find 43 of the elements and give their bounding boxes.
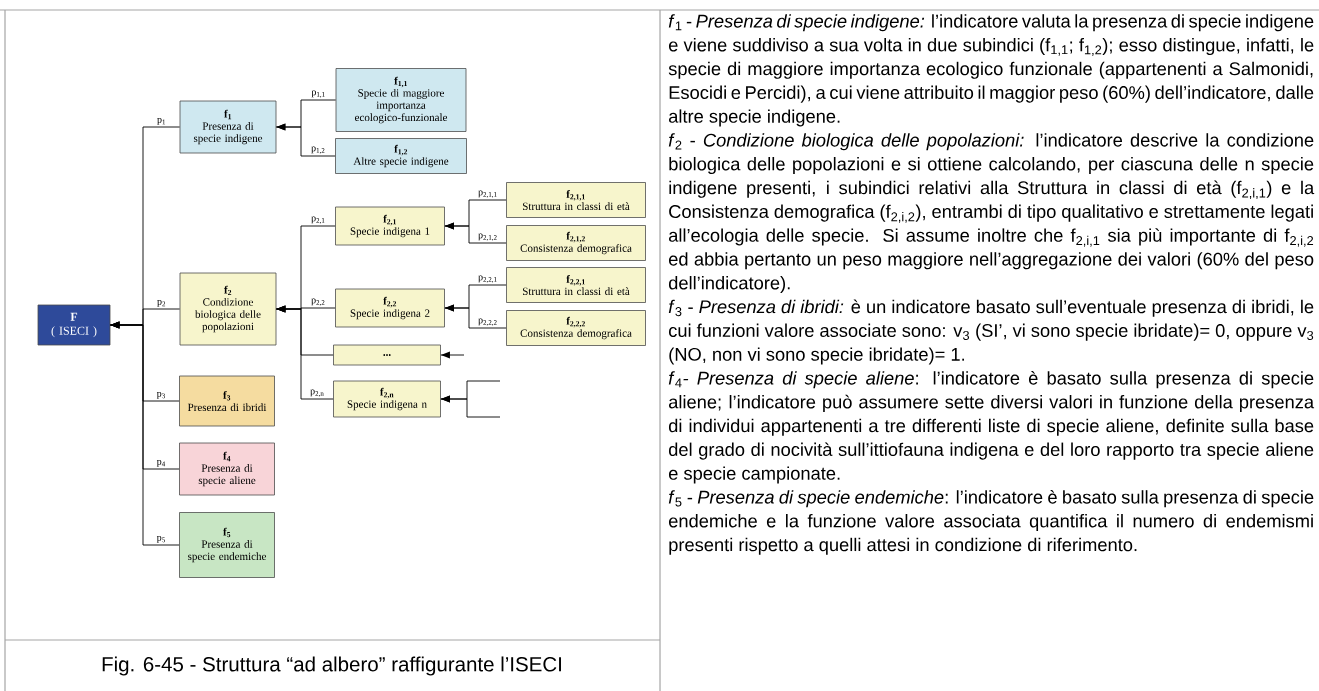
indicator-box: f$_{2,1,2}$ Consistenza demografica	[506, 225, 646, 261]
indicator-box: f$_{2,1,1}$ Struttura in classi di età	[506, 182, 646, 218]
indicator-box: f$_{2,2,1}$ Struttura in classi di età	[506, 267, 646, 303]
edge-label: p$_{1,1}$	[310, 90, 327, 99]
edge-label: p$_{2,1,2}$	[477, 233, 499, 242]
edge-label: p$_{2,2}$	[310, 298, 326, 307]
indicator-box: ...	[333, 344, 441, 366]
edge-label: p$_{2,n}$	[309, 389, 325, 398]
indicator-box: F ( ISECI )	[37, 304, 111, 346]
indicator-box: f$_{2,2,2}$ Consistenza demografica	[506, 310, 646, 346]
arrow	[440, 395, 501, 418]
indicator-box: f$_{1}$ Presenza di specie indigene	[179, 100, 277, 154]
arrow	[109, 321, 180, 546]
indicator-box: f$_{2}$ Condizione biologica delle popolazioni	[179, 272, 277, 346]
description-paragraph: f$_{2}$ - Condizione biologica delle popolazioni: l’indicatore descrive la condizione biologica delle popolazioni e si ottiene calcolando, per ciascuna delle n specie indigene presenti, i subindici relativi alla Struttura in classi di età (f$_{2,i,1}$) e la Consistenza demografica (f$_{2,i,2}$), entrambi di tipo qualitativo e strettamente legati all’ecologia delle specie. Si assume inoltre che f$_{2,i,1}$ sia più importante di f$_{2,i,2}$ ed abbia pertanto un peso maggiore nell’aggregazione dei valori (60% del peso dell’indicatore).	[668, 133, 1315, 294]
indicator-box: f$_{4}$ Presenza di specie aliene	[179, 442, 275, 496]
arrow	[275, 123, 336, 157]
indicator-box: f$_{1,1}$ Specie di maggiore importanza ecologico-funzionale	[335, 68, 467, 132]
arrow	[440, 351, 465, 359]
indicator-box: f$_{1,2}$ Altre specie indigene	[335, 138, 467, 174]
indicator-box: f$_{2,n}$ Specie indigena n	[333, 380, 441, 418]
description-paragraph: f$_{3}$ - Presenza di ibridi: è un indicatore basato sull’eventuale presenza di ibridi, le cui funzioni valore associate sono: v$_{3}$ (SI’, vi sono specie ibridate)= 0, oppure v$_{3}$ (NO, non vi sono specie ibridate)= 1.	[668, 299, 1314, 365]
edge-label: p$_{2,2,1}$	[477, 275, 499, 284]
edge-label: p$_{5}$	[156, 535, 167, 544]
edge-label: p$_{2}$	[156, 299, 167, 308]
arrow	[444, 222, 507, 244]
edge-label: p$_{1}$	[156, 117, 167, 126]
edge-label: p$_{2,2,2}$	[477, 318, 499, 327]
figure-caption: Fig. 6-45 - Struttura “ad albero” raffigurante l’ISECI	[102, 656, 561, 676]
description-paragraph: f$_{1}$ - Presenza di specie indigene: l’indicatore valuta la presenza di specie indigene e viene suddiviso a sua volta in due subindici (f$_{1,1}$; f$_{1,2}$); esso distingue, infatti, le specie di maggiore importanza ecologico funzionale (appartenenti a Salmonidi, Esocidi e Percidi), a cui viene attribuito il maggior peso (60%) dell’indicatore, dalle altre specie indigene.	[668, 14, 1314, 127]
indicator-box: f$_{2,2}$ Specie indigena 2	[335, 288, 445, 328]
description-paragraph: f$_{4}$- Presenza di specie aliene: l’indicatore è basato sulla presenza di specie aliene; l’indicatore può assumere sette diversi valori in funzione della presenza di individui appartenenti a tre differenti liste di specie aliene, definite sulla base del grado di nocività sull’ittiofauna indigena e del loro rapporto tra specie aliene e specie campionate.	[668, 371, 1315, 484]
edge-label: p$_{1,2}$	[310, 146, 326, 155]
edge-label: p$_{2,1}$	[310, 216, 326, 225]
edge-label: p$_{3}$	[156, 391, 167, 400]
indicator-box: f$_{5}$ Presenza di specie endemiche	[179, 512, 275, 578]
arrow	[275, 305, 334, 400]
description-paragraph: f$_{5}$ - Presenza di specie endemiche: l’indicatore è basato sulla presenza di specie endemiche e la funzione valore associata quantifica il numero di endemismi presenti rispetto a quelli attesi in condizione di riferimento.	[668, 490, 1314, 555]
arrow	[444, 304, 507, 329]
edge-label: p$_{2,1,1}$	[477, 190, 499, 199]
edge-label: p$_{4}$	[156, 459, 167, 468]
indicator-box: f$_{2,1}$ Specie indigena 1	[335, 206, 445, 246]
indicator-box: f$_{3}$ Presenza di ibridi	[179, 375, 275, 427]
